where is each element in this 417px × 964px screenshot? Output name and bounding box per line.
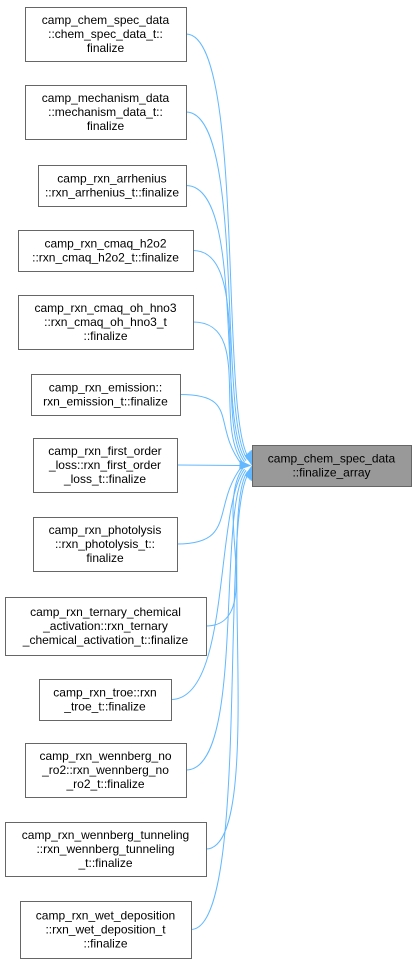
- caller-node-box: [38, 165, 187, 207]
- call-edge-3: [192, 250, 245, 463]
- caller-node-6[interactable]: camp_rxn_first_order_loss::rxn_first_ord…: [33, 438, 178, 493]
- caller-node-label: camp_mechanism_data: [42, 91, 170, 105]
- caller-node-label: ::finalize: [83, 937, 127, 951]
- call-edge-10: [185, 470, 247, 771]
- caller-node-label: ::mechanism_data_t::: [48, 105, 163, 119]
- caller-node-label: ::rxn_wet_deposition_t: [45, 923, 166, 937]
- caller-node-label: camp_rxn_wennberg_tunneling: [22, 828, 189, 842]
- caller-node-box: [25, 7, 187, 62]
- caller-node-label: _ro2::rxn_wennberg_no: [41, 763, 169, 777]
- target-node-box: [252, 445, 412, 487]
- call-edge-11: [205, 471, 248, 850]
- edge-arrowhead: [239, 460, 252, 470]
- caller-node-10[interactable]: camp_rxn_wennberg_no_ro2::rxn_wennberg_n…: [25, 743, 187, 798]
- caller-node-label: ::rxn_cmaq_oh_hno3_t: [44, 315, 167, 329]
- caller-node-label: finalize: [87, 119, 125, 133]
- caller-node-12[interactable]: camp_rxn_wet_deposition::rxn_wet_deposit…: [20, 901, 192, 959]
- caller-node-label: ::rxn_wennberg_tunneling: [36, 842, 174, 856]
- caller-node-label: _chemical_activation_t::finalize: [22, 633, 189, 647]
- call-edge-4: [192, 321, 244, 464]
- target-function-node[interactable]: camp_chem_spec_data::finalize_array: [252, 445, 412, 487]
- caller-node-3[interactable]: camp_rxn_cmaq_h2o2::rxn_cmaq_h2o2_t::fin…: [18, 230, 194, 272]
- caller-node-label: camp_rxn_wet_deposition: [36, 909, 175, 923]
- caller-node-label: ::finalize: [83, 329, 127, 343]
- caller-node-label: ::rxn_photolysis_t::: [55, 537, 155, 551]
- caller-node-label: camp_rxn_cmaq_h2o2: [44, 237, 166, 251]
- caller-node-4[interactable]: camp_rxn_cmaq_oh_hno3::rxn_cmaq_oh_hno3_…: [18, 295, 194, 350]
- caller-node-label: _loss::rxn_first_order: [48, 458, 161, 472]
- caller-node-label: camp_rxn_arrhenius: [57, 172, 166, 186]
- caller-node-label: _activation::rxn_ternary: [42, 619, 168, 633]
- caller-node-box: [39, 679, 172, 721]
- caller-node-9[interactable]: camp_rxn_troe::rxn_troe_t::finalize: [39, 679, 172, 721]
- caller-node-1[interactable]: camp_mechanism_data::mechanism_data_t::f…: [25, 85, 187, 140]
- caller-node-box: [5, 597, 207, 656]
- caller-nodes: camp_chem_spec_data::chem_spec_data_t::f…: [5, 7, 207, 959]
- caller-node-box: [18, 295, 194, 350]
- caller-node-label: camp_rxn_wennberg_no: [39, 749, 171, 763]
- caller-node-box: [31, 374, 181, 416]
- call-edge-9: [170, 468, 245, 700]
- call-edge-7: [176, 466, 242, 545]
- caller-node-label: _loss_t::finalize: [63, 472, 146, 486]
- caller-node-box: [33, 517, 178, 572]
- caller-node-box: [25, 85, 187, 140]
- caller-node-label: camp_rxn_first_order: [48, 444, 161, 458]
- caller-node-label: camp_rxn_ternary_chemical: [30, 605, 181, 619]
- caller-node-label: ::chem_spec_data_t::: [48, 27, 163, 41]
- caller-node-box: [25, 743, 187, 798]
- caller-node-box: [20, 901, 192, 959]
- caller-node-label: ::rxn_cmaq_h2o2_t::finalize: [32, 251, 179, 265]
- caller-node-8[interactable]: camp_rxn_ternary_chemical_activation::rx…: [5, 597, 207, 656]
- caller-node-label: camp_rxn_troe::rxn: [53, 686, 156, 700]
- caller-node-label: _troe_t::finalize: [63, 700, 146, 714]
- caller-node-box: [18, 230, 194, 272]
- caller-node-0[interactable]: camp_chem_spec_data::chem_spec_data_t::f…: [25, 7, 187, 62]
- caller-node-label: camp_rxn_photolysis: [49, 523, 162, 537]
- call-edge-6: [176, 464, 241, 466]
- caller-node-box: [33, 438, 178, 493]
- call-edge-12: [190, 472, 250, 930]
- caller-node-label: _t::finalize: [77, 856, 132, 870]
- call-edge-0: [185, 33, 250, 459]
- caller-node-label: camp_rxn_emission::: [49, 381, 162, 395]
- caller-node-label: finalize: [87, 41, 125, 55]
- caller-node-11[interactable]: camp_rxn_wennberg_tunneling::rxn_wennber…: [5, 822, 207, 877]
- caller-node-label: rxn_emission_t::finalize: [43, 395, 168, 409]
- target-node[interactable]: camp_chem_spec_data::finalize_array: [252, 445, 412, 487]
- caller-node-7[interactable]: camp_rxn_photolysis::rxn_photolysis_t::f…: [33, 517, 178, 572]
- edge-arrowhead: [244, 452, 254, 466]
- caller-node-label: _ro2_t::finalize: [65, 777, 144, 791]
- caller-node-label: ::rxn_arrhenius_t::finalize: [45, 186, 179, 200]
- caller-node-5[interactable]: camp_rxn_emission::rxn_emission_t::final…: [31, 374, 181, 416]
- caller-node-label: finalize: [86, 551, 124, 565]
- caller-node-box: [5, 822, 207, 877]
- target-node-label: ::finalize_array: [292, 466, 370, 480]
- call-edge-2: [185, 185, 247, 461]
- caller-node-label: camp_rxn_cmaq_oh_hno3: [34, 301, 176, 315]
- target-node-label: camp_chem_spec_data: [268, 452, 396, 466]
- call-edge-5: [179, 394, 242, 465]
- caller-node-2[interactable]: camp_rxn_arrhenius::rxn_arrhenius_t::fin…: [38, 165, 187, 207]
- caller-node-label: camp_chem_spec_data: [42, 13, 170, 27]
- call-edge-1: [185, 111, 248, 460]
